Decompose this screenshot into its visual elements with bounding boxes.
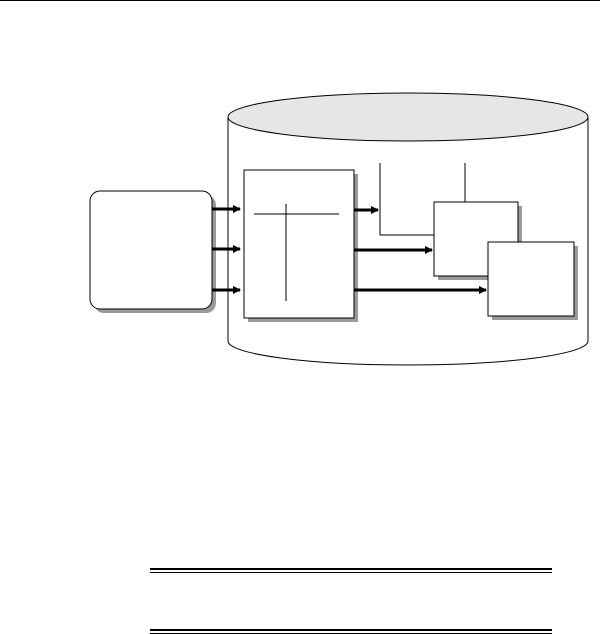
top-rule [0, 0, 600, 1]
output-box-2 [487, 241, 578, 320]
ledger-outline [379, 163, 466, 236]
processing-block [243, 169, 358, 322]
system-diagram [89, 92, 589, 366]
cylinder-top [227, 92, 589, 142]
section-rule-lower [150, 629, 552, 634]
section-rule-upper [150, 568, 552, 573]
external-source-box [89, 190, 216, 313]
